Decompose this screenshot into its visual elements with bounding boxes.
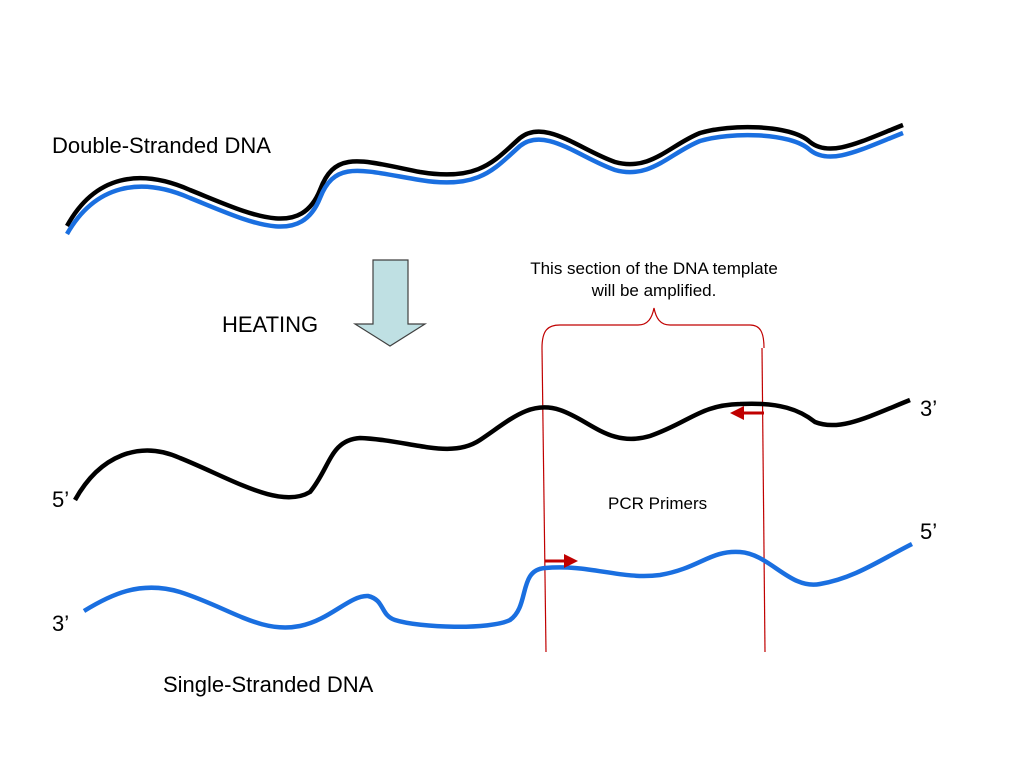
amplified-note-line2: will be amplified. xyxy=(591,281,717,300)
single-strand-blue xyxy=(82,541,914,630)
primer-arrow-top-icon xyxy=(730,406,764,420)
region-right-line xyxy=(761,347,766,653)
amplified-note-line1: This section of the DNA template xyxy=(530,259,778,278)
heating-label: HEATING xyxy=(222,312,319,337)
region-left-line xyxy=(541,347,547,653)
double-strand-black xyxy=(65,122,904,228)
bottom-strand-5prime-label: 5’ xyxy=(920,519,938,544)
primer-arrow-bottom-icon xyxy=(545,554,578,568)
amplified-region-note: This section of the DNA template will be… xyxy=(488,258,820,302)
single-strand-black xyxy=(73,397,911,502)
top-strand-5prime-label: 5’ xyxy=(52,487,70,512)
double-strand-blue xyxy=(65,130,904,236)
heating-arrow-icon xyxy=(352,259,428,347)
top-strand-3prime-label: 3’ xyxy=(920,396,938,421)
pcr-primers-label: PCR Primers xyxy=(608,494,708,513)
bottom-strand-3prime-label: 3’ xyxy=(52,611,70,636)
double-stranded-label: Double-Stranded DNA xyxy=(52,133,271,158)
single-stranded-label: Single-Stranded DNA xyxy=(163,672,374,697)
amplified-region-brace xyxy=(541,307,765,349)
